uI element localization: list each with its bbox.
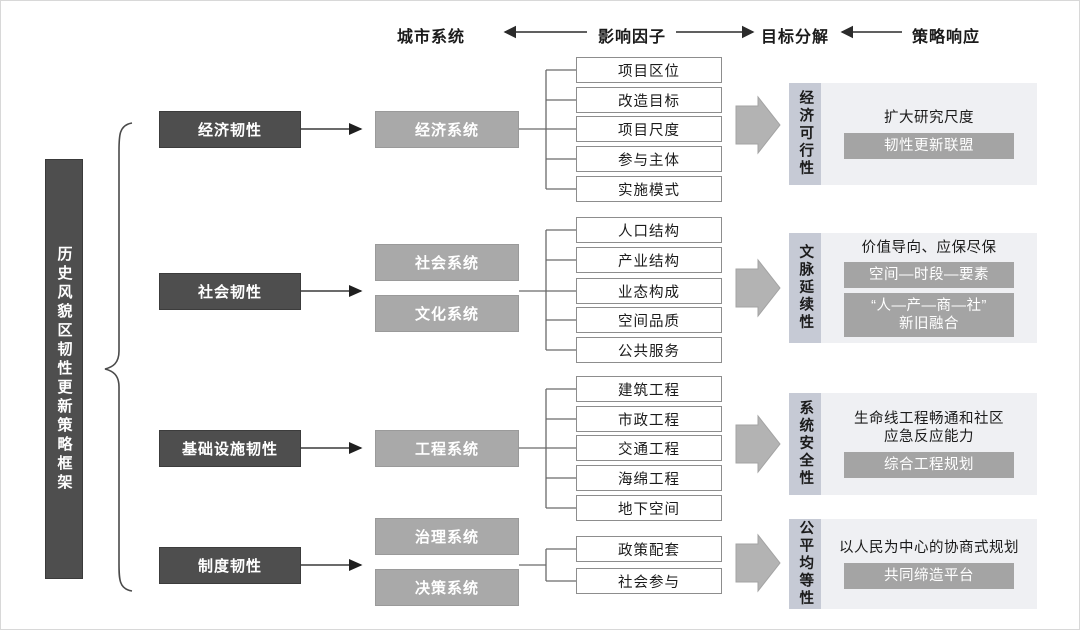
system-box-culture[interactable]: 文化系统 — [375, 295, 519, 332]
panel-headline: 扩大研究尺度 — [884, 110, 974, 127]
factor-box[interactable]: 业态构成 — [576, 278, 722, 304]
panel-strip-label: 系统安全性 — [789, 393, 821, 495]
factor-box[interactable]: 空间品质 — [576, 307, 722, 333]
panel-body: 价值导向、应保尽保 空间—时段—要素 “人—产—商—社”新旧融合 — [821, 233, 1037, 343]
panel-chip[interactable]: “人—产—商—社”新旧融合 — [844, 293, 1014, 338]
panel-chip[interactable]: 韧性更新联盟 — [844, 132, 1014, 159]
panel-strip-label: 经济可行性 — [789, 83, 821, 185]
system-box-economic[interactable]: 经济系统 — [375, 111, 519, 148]
factor-box[interactable]: 项目尺度 — [576, 116, 722, 142]
panel-headline: 以人民为中心的协商式规划 — [839, 540, 1019, 557]
result-panel-cultural: 文脉延续性 价值导向、应保尽保 空间—时段—要素 “人—产—商—社”新旧融合 — [789, 233, 1037, 343]
factor-box[interactable]: 地下空间 — [576, 495, 722, 521]
panel-headline: 价值导向、应保尽保 — [861, 239, 997, 256]
result-panel-safety: 系统安全性 生命线工程畅通和社区应急反应能力 综合工程规划 — [789, 393, 1037, 495]
panel-chip[interactable]: 共同缔造平台 — [844, 562, 1014, 589]
factor-box[interactable]: 实施模式 — [576, 176, 722, 202]
header-urban-system: 城市系统 — [397, 29, 466, 46]
factor-box[interactable]: 改造目标 — [576, 87, 722, 113]
panel-chip[interactable]: 空间—时段—要素 — [844, 261, 1014, 288]
system-box-engineering[interactable]: 工程系统 — [375, 430, 519, 467]
panel-headline: 生命线工程畅通和社区应急反应能力 — [854, 411, 1004, 446]
dimension-box-social[interactable]: 社会韧性 — [159, 273, 301, 310]
panel-body: 扩大研究尺度 韧性更新联盟 — [821, 83, 1037, 185]
dimension-box-institutional[interactable]: 制度韧性 — [159, 547, 301, 584]
dimension-box-economic[interactable]: 经济韧性 — [159, 111, 301, 148]
header-strategy-response: 策略响应 — [912, 29, 981, 46]
factor-box[interactable]: 交通工程 — [576, 435, 722, 461]
factor-box[interactable]: 建筑工程 — [576, 376, 722, 402]
header-goal-decomposition: 目标分解 — [761, 29, 830, 46]
factor-box[interactable]: 政策配套 — [576, 536, 722, 562]
panel-strip-label: 文脉延续性 — [789, 233, 821, 343]
panel-strip-label: 公平均等性 — [789, 519, 821, 609]
factor-box[interactable]: 社会参与 — [576, 568, 722, 594]
factor-box[interactable]: 市政工程 — [576, 406, 722, 432]
system-box-governance[interactable]: 治理系统 — [375, 518, 519, 555]
result-panel-economic: 经济可行性 扩大研究尺度 韧性更新联盟 — [789, 83, 1037, 185]
factor-box[interactable]: 参与主体 — [576, 146, 722, 172]
system-box-decision[interactable]: 决策系统 — [375, 569, 519, 606]
factor-box[interactable]: 产业结构 — [576, 247, 722, 273]
factor-box[interactable]: 项目区位 — [576, 57, 722, 83]
panel-body: 以人民为中心的协商式规划 共同缔造平台 — [821, 519, 1037, 609]
panel-body: 生命线工程畅通和社区应急反应能力 综合工程规划 — [821, 393, 1037, 495]
result-panel-equity: 公平均等性 以人民为中心的协商式规划 共同缔造平台 — [789, 519, 1037, 609]
header-influence-factors: 影响因子 — [598, 29, 667, 46]
factor-box[interactable]: 海绵工程 — [576, 465, 722, 491]
factor-box[interactable]: 公共服务 — [576, 337, 722, 363]
root-title: 历史风貌区韧性更新策略框架 — [45, 159, 83, 579]
system-box-social[interactable]: 社会系统 — [375, 244, 519, 281]
factor-box[interactable]: 人口结构 — [576, 217, 722, 243]
panel-chip[interactable]: 综合工程规划 — [844, 451, 1014, 478]
dimension-box-infrastructure[interactable]: 基础设施韧性 — [159, 430, 301, 467]
